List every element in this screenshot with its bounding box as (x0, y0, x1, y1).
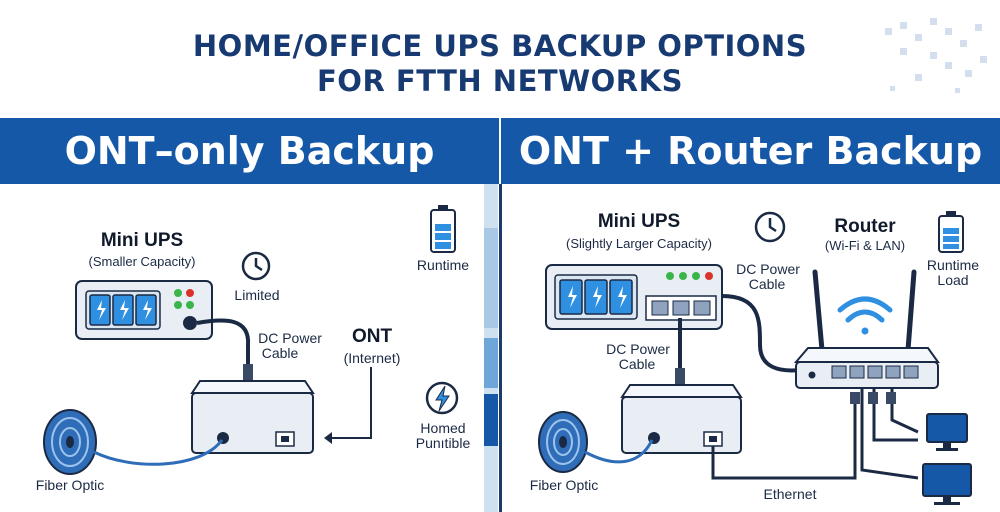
right-ont-device (620, 384, 743, 454)
ont-title: ONT (351, 326, 393, 347)
clock-icon (754, 211, 786, 243)
left-dc-cable (196, 318, 251, 372)
bolt-label-2: Punıtible (415, 435, 471, 451)
page-title-line-1: HOME/OFFICE UPS BACKUP OPTIONS (192, 29, 808, 63)
right-ups-title: Mini UPS (597, 211, 681, 232)
ont-pointer-arrow (332, 367, 372, 439)
battery-cell-icon (559, 279, 633, 315)
router-device (793, 269, 940, 389)
left-ups-title: Mini UPS (100, 230, 184, 251)
right-ups-subtitle: (Slightly Larger Capacity) (566, 236, 712, 251)
monitor-icon (922, 463, 972, 505)
runtime-label: Runtime (416, 257, 470, 273)
battery-cell-icon (89, 294, 157, 326)
right-heading: ONT + Router Backup (518, 129, 983, 173)
divider-strip-dark (484, 394, 498, 446)
right-dc-top-label-1: DC Power (736, 261, 800, 277)
right-dc-mid-label-1: DC Power (606, 341, 670, 357)
right-runtime-label: Runtime (926, 257, 980, 273)
left-fiber-cable (93, 439, 224, 466)
bolt-label-1: Homed (420, 420, 466, 436)
ont-subtitle: (Internet) (343, 350, 401, 366)
divider-strip-accent (484, 338, 498, 388)
divider-line (499, 184, 502, 512)
right-dc-mid-label-2: Cable (618, 356, 656, 372)
divider-strip-mid (484, 228, 498, 328)
router-subtitle: (Wi-Fi & LAN) (824, 238, 906, 253)
left-mini-ups (75, 280, 213, 340)
runtime-battery-icon (430, 205, 456, 253)
right-dc-cable-router (721, 294, 801, 373)
left-dc-label-1: DC Power (258, 330, 322, 346)
right-fiber-cable (584, 439, 654, 464)
left-dc-label-2: Cable (261, 345, 299, 361)
monitor-icon (926, 413, 968, 451)
page-title-line-2: FOR FTTH NETWORKS (317, 64, 683, 98)
right-dc-top-label-2: Cable (748, 276, 786, 292)
lan-cable-monitor-1 (872, 388, 918, 442)
right-fiber-spool-icon (538, 411, 588, 473)
left-banner: ONT–only Backup (0, 118, 499, 184)
right-fiber-label: Fiber Optic (529, 477, 599, 493)
dc-plug-icon (675, 368, 685, 384)
router-title: Router (834, 216, 896, 237)
clock-icon (241, 251, 271, 281)
left-fiber-label: Fiber Optic (35, 477, 105, 493)
power-bolt-icon (425, 381, 459, 415)
router-antenna-left (812, 269, 825, 353)
ethernet-cable (711, 400, 857, 480)
right-load-label: Load (937, 272, 969, 288)
right-mini-ups (545, 264, 723, 330)
right-banner: ONT + Router Backup (501, 118, 1000, 184)
dc-plug-icon (243, 364, 253, 380)
router-antenna-right (905, 269, 917, 353)
left-heading: ONT–only Backup (64, 129, 435, 173)
left-fiber-spool-icon (43, 409, 97, 475)
lan-cable-monitor-2 (860, 388, 919, 480)
left-ont-device (190, 380, 315, 454)
runtime-load-battery-icon (938, 211, 964, 253)
left-ups-subtitle: (Smaller Capacity) (88, 254, 196, 269)
ethernet-label: Ethernet (763, 486, 817, 502)
limited-label: Limited (234, 287, 280, 303)
wifi-icon (837, 296, 893, 335)
